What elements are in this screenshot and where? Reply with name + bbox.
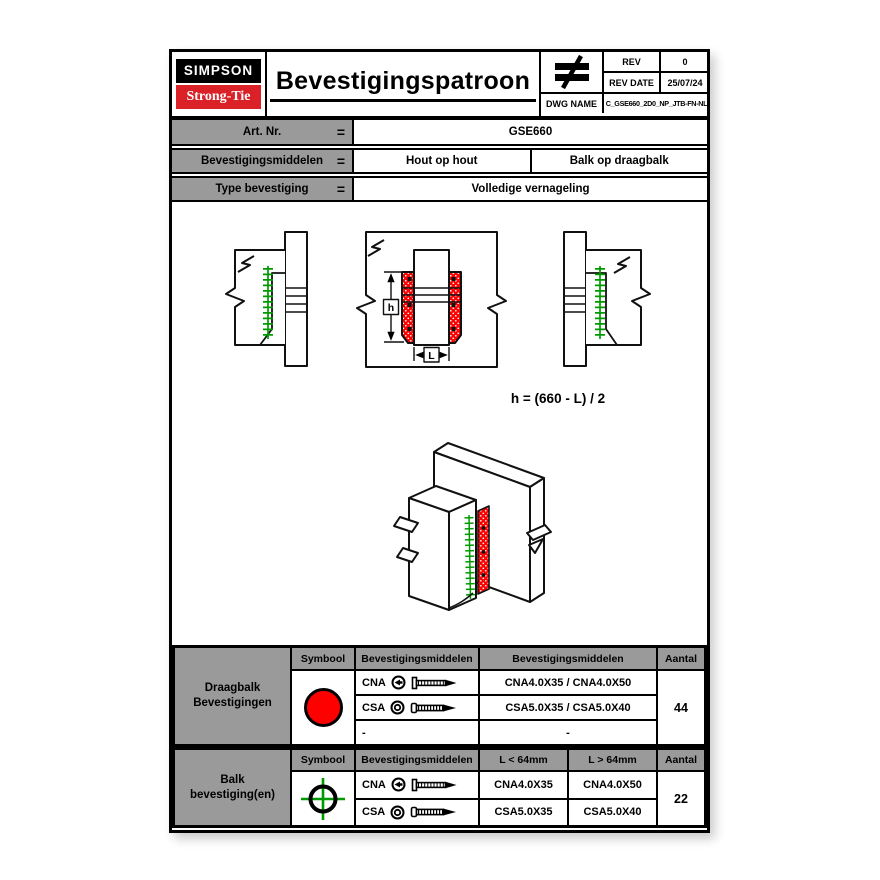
middelen-value-2: Balk op draagbalk [529, 150, 708, 172]
t1-fastener-cna: CNA [356, 671, 478, 694]
t2-fastener-csa: CSA [356, 799, 478, 825]
row-type-bevestiging: Type bevestiging = Volledige vernageling [172, 176, 707, 202]
t1-header-aantal: Aantal [658, 648, 704, 669]
dim-l-label: L [428, 350, 435, 362]
t2-cna-short: CNA4.0X35 [480, 772, 567, 798]
t2-header-middelen: Bevestigingsmiddelen [356, 750, 478, 770]
middelen-value-1: Hout op hout [405, 155, 478, 167]
hanger-flange-iso [477, 505, 490, 595]
rev-date-value: 25/07/24 [661, 73, 709, 94]
t1-fastener-csa: CSA [356, 696, 478, 719]
t2-header-l-long: L > 64mm [569, 750, 656, 770]
crosshair-symbol [301, 777, 345, 820]
row-bevestigingsmiddelen: Bevestigingsmiddelen = Hout op hout Balk… [172, 148, 707, 174]
t1-header-middelen: Bevestigingsmiddelen [356, 648, 478, 669]
nail-head-icon [391, 777, 406, 792]
draagbalk-symbol-cell [292, 671, 354, 744]
title-block: SIMPSON Strong-Tie Bevestigingspatroon R… [172, 52, 709, 119]
red-circle-symbol [303, 688, 343, 727]
screw-head-icon [390, 805, 405, 820]
nail-heads-iso [481, 526, 486, 577]
not-equal-icon [541, 52, 604, 94]
t2-fastener-cna: CNA [356, 772, 478, 798]
t1-spec-csa: CSA5.0X35 / CSA5.0X40 [480, 696, 656, 719]
dimension-l [413, 346, 450, 363]
page-title-text: Bevestigingspatroon [269, 67, 537, 102]
logo-strongtie-text: Strong-Tie [176, 85, 261, 109]
nail-icon [411, 676, 457, 689]
dim-h-label: h [388, 302, 394, 314]
simpson-logo: SIMPSON Strong-Tie [172, 52, 267, 116]
t1-header-symbool: Symbool [292, 648, 354, 669]
t2-header-aantal: Aantal [658, 750, 704, 770]
art-nr-value: GSE660 [508, 126, 553, 138]
rev-date-label: REV DATE [604, 73, 661, 94]
t2-header-l-short: L < 64mm [480, 750, 567, 770]
balk-table: Balk bevestiging(en) Symbool Bevestiging… [172, 747, 707, 828]
screw-icon [410, 702, 457, 713]
hanger-flange-right [448, 271, 462, 344]
t1-aantal-value: 44 [658, 671, 704, 744]
logo-simpson-text: SIMPSON [176, 59, 261, 83]
drawing-sheet: SIMPSON Strong-Tie Bevestigingspatroon R… [169, 49, 710, 833]
side-view-right [563, 231, 651, 367]
t2-header-symbool: Symbool [292, 750, 354, 770]
dimension-h [382, 271, 404, 343]
height-formula: h = (660 - L) / 2 [511, 391, 605, 406]
nail-heads [407, 277, 456, 331]
rev-label: REV [604, 52, 661, 73]
front-view: h L [356, 231, 507, 368]
equals-sign: = [336, 153, 345, 169]
balk-title-cell: Balk bevestiging(en) [175, 750, 290, 825]
diagram-area: h L h = (660 - L) / 2 [225, 231, 651, 611]
t1-header-middelen-2: Bevestigingsmiddelen [480, 648, 656, 669]
t2-csa-long: CSA5.0X40 [569, 799, 656, 825]
revision-block: REV 0 REV DATE 25/07/24 DWG NAME C_GSE66… [539, 52, 709, 116]
t1-spec-cna: CNA4.0X35 / CNA4.0X50 [480, 671, 656, 694]
art-nr-label: Art. Nr. [242, 126, 282, 138]
dwg-name-value: C_GSE660_2D0_NP_JTB-FN-NL [605, 99, 708, 108]
nail-head-icon [391, 675, 406, 690]
iso-view [393, 442, 552, 611]
draagbalk-table: Draagbalk Bevestigingen Symbool Bevestig… [172, 645, 707, 747]
middelen-label: Bevestigingsmiddelen [200, 155, 324, 167]
type-label-cell: Type bevestiging = [172, 178, 354, 200]
art-nr-label-cell: Art. Nr. = [172, 120, 354, 144]
draagbalk-title-cell: Draagbalk Bevestigingen [175, 648, 290, 744]
equals-sign: = [336, 181, 345, 197]
middelen-label-cell: Bevestigingsmiddelen = [172, 150, 354, 172]
t2-cna-long: CNA4.0X50 [569, 772, 656, 798]
equals-sign: = [336, 124, 345, 140]
row-art-nr: Art. Nr. = GSE660 [172, 118, 707, 146]
t1-spec-dash: - [480, 721, 656, 744]
type-label: Type bevestiging [215, 183, 309, 195]
screw-head-icon [390, 700, 405, 715]
dwg-name-label: DWG NAME [541, 94, 604, 113]
t2-csa-short: CSA5.0X35 [480, 799, 567, 825]
page-title: Bevestigingspatroon [269, 52, 537, 116]
balk-symbol-cell [292, 772, 354, 825]
screw-icon [410, 806, 457, 818]
t2-aantal-value: 22 [658, 772, 704, 825]
t1-fastener-dash: - [356, 721, 478, 744]
type-value: Volledige vernageling [471, 183, 590, 195]
hanger-flange-left [401, 271, 415, 344]
nail-icon [411, 778, 457, 792]
rev-value: 0 [661, 52, 709, 73]
side-view-left [225, 231, 308, 367]
